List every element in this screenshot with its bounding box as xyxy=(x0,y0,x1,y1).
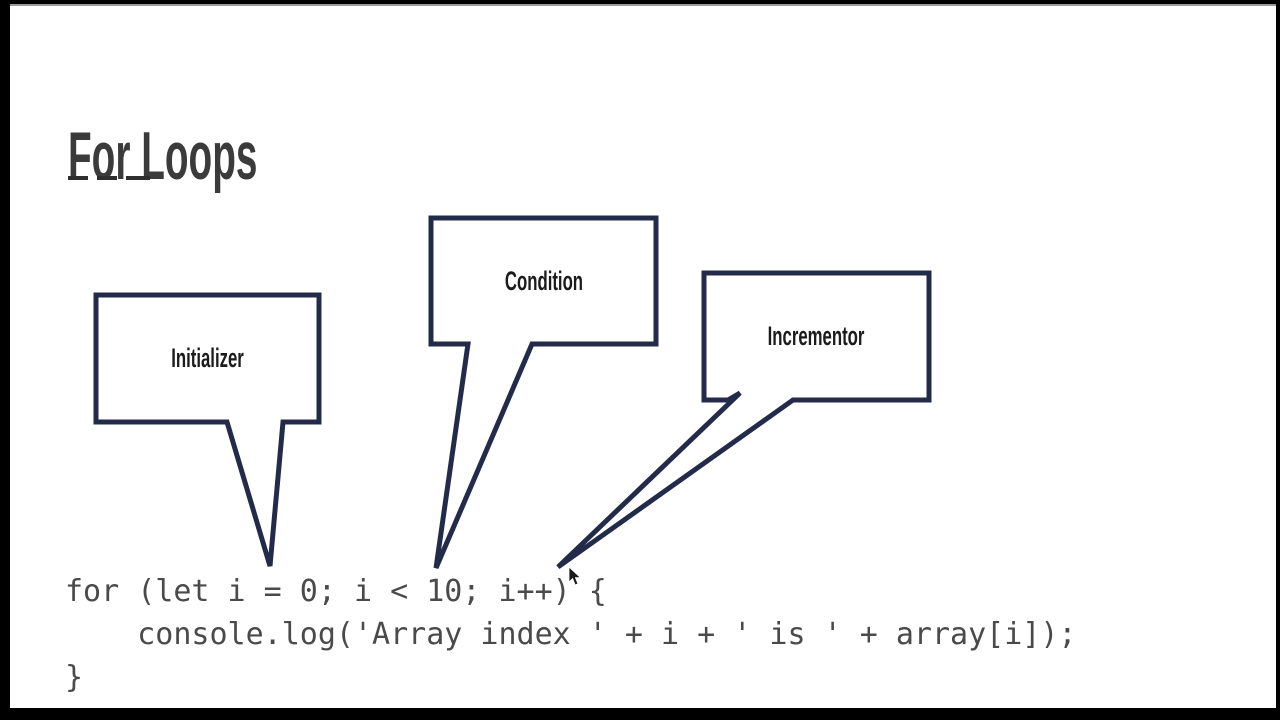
initializer-callout-shape xyxy=(93,292,322,567)
callout-label-text: Incrementor xyxy=(768,321,865,351)
underline-dash xyxy=(97,176,117,180)
code-line-3: } xyxy=(65,660,84,695)
letterbox-right xyxy=(1276,0,1280,720)
condition-callout-shape xyxy=(428,215,659,569)
screen-divider-line xyxy=(10,4,1276,6)
callout-label-text: Initializer xyxy=(171,343,244,373)
code-line-1: for (let i = 0; i < 10; i++) { xyxy=(65,574,607,609)
callout-label-text: Condition xyxy=(504,265,583,296)
title-underline xyxy=(68,176,150,180)
incrementor-callout-shape xyxy=(556,270,932,570)
letterbox-left xyxy=(0,0,10,720)
code-block: for (let i = 0; i < 10; i++) { console.l… xyxy=(65,570,1076,699)
underline-dash xyxy=(68,176,88,180)
letterbox-bottom xyxy=(0,708,1280,720)
callout-label-initializer: Initializer xyxy=(96,295,319,422)
letterbox-top xyxy=(0,0,1280,4)
callout-label-incrementor: Incrementor xyxy=(704,273,929,400)
underline-dash xyxy=(126,176,150,180)
callout-label-condition: Condition xyxy=(431,218,656,344)
code-line-2: console.log('Array index ' + i + ' is ' … xyxy=(65,617,1077,652)
mouse-cursor-icon xyxy=(568,566,582,586)
